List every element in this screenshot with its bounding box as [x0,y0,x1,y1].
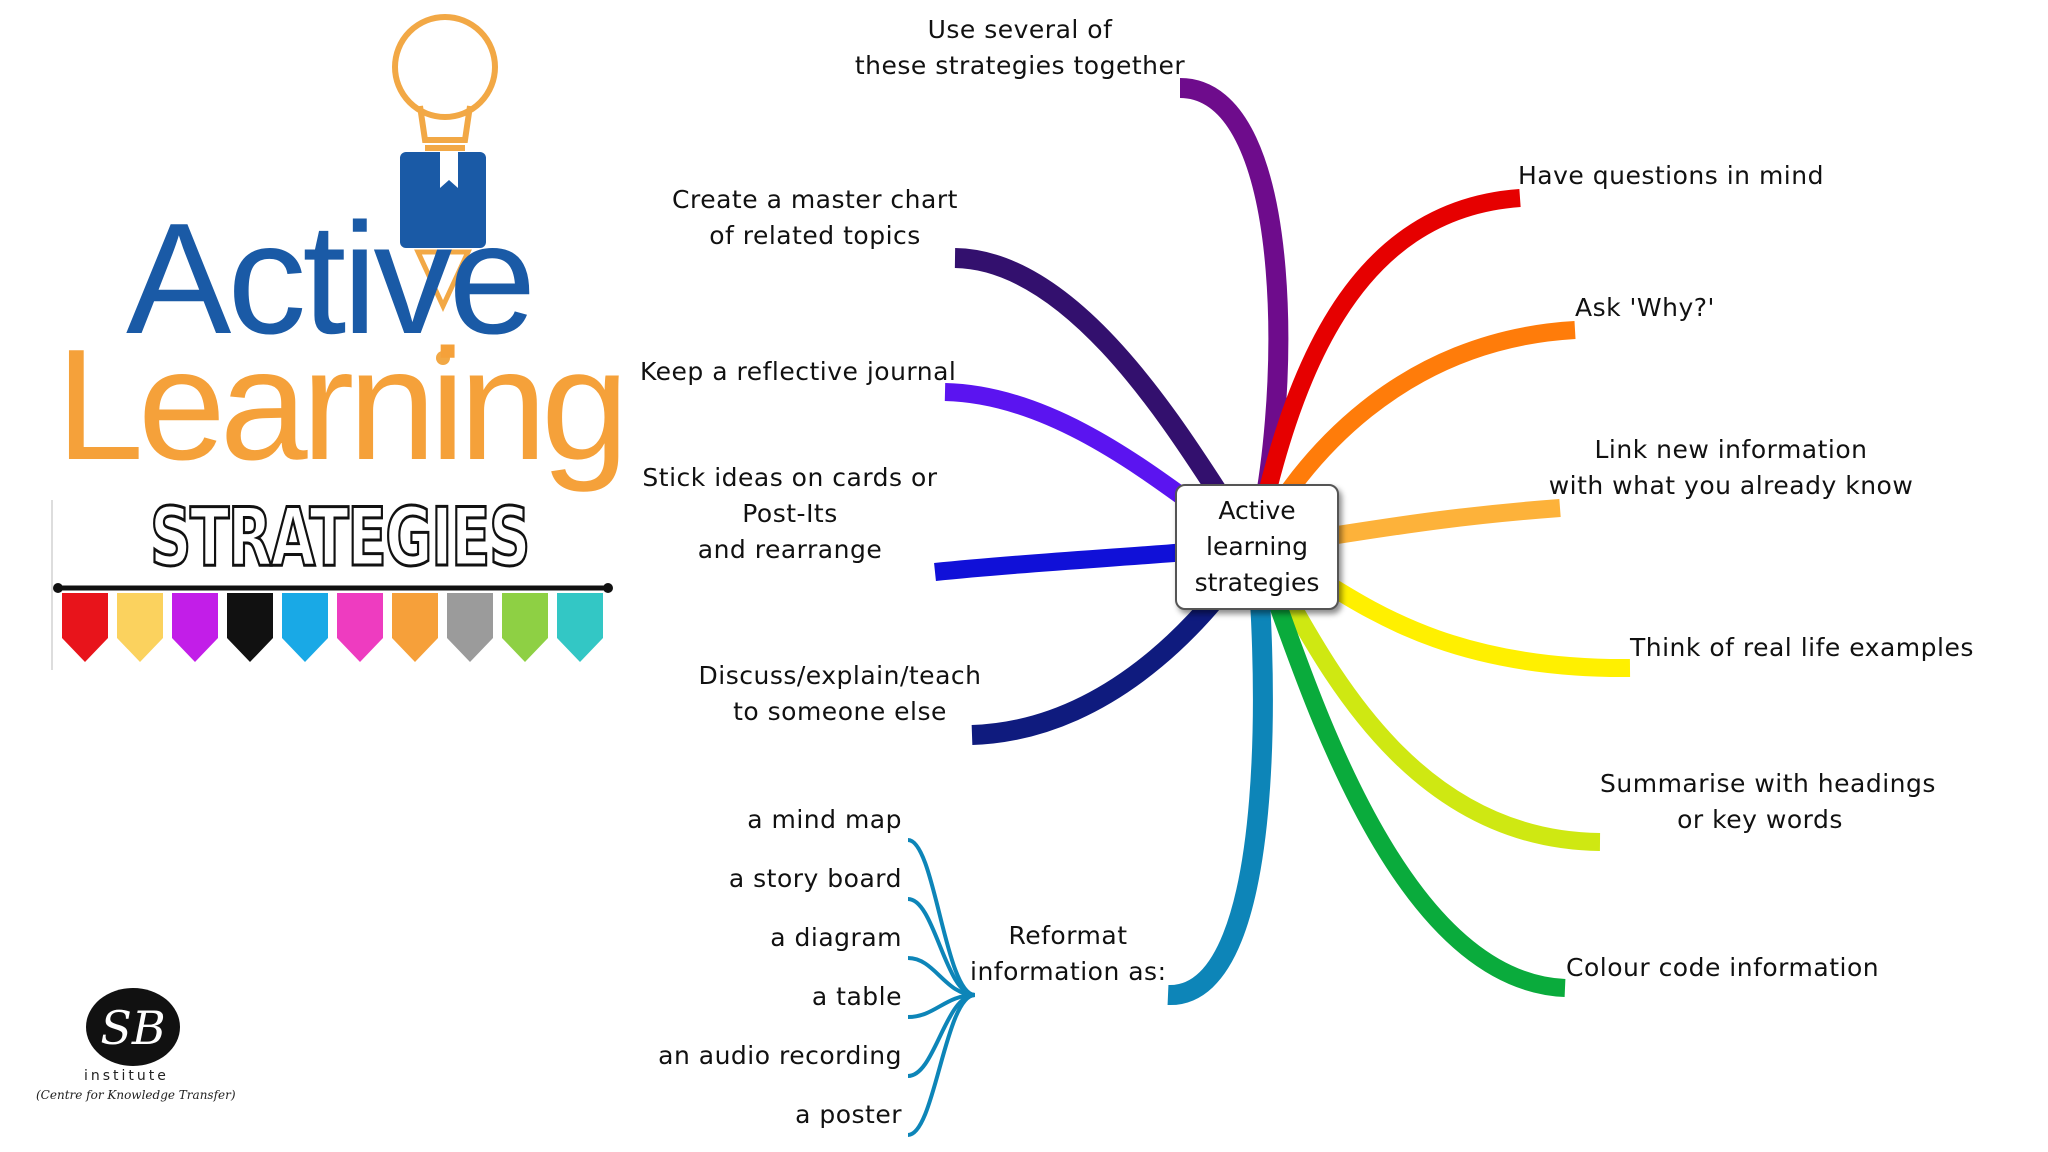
logo-word-strategies: STRATEGIES [149,491,532,584]
pennant-flag [557,593,603,662]
pennant-flag [337,593,383,662]
branch-label-questions: Have questions in mind [1518,161,1824,190]
reformat-item-story-board: a story board [728,864,902,893]
reformat-sub-branch [907,838,976,997]
pennant-flag [502,593,548,662]
branch-label-why: Ask 'Why?' [1575,293,1715,322]
branch-questions [1246,189,1521,547]
reformat-sub-branch [907,993,976,1137]
reformat-item-poster: a poster [795,1100,902,1129]
reformat-item-diagram: a diagram [770,923,902,952]
pennant-flag [227,593,273,662]
pennant-flag [447,593,493,662]
sb-institute-name: institute [84,1068,169,1084]
pennant-flag [282,593,328,662]
sb-institute-logo-icon: SB [86,988,180,1066]
lightbulb-pencil-icon [392,14,498,365]
center-line-3: strategies [1194,568,1320,597]
center-line-2: learning [1206,532,1308,561]
pennant-flag [172,593,218,662]
reformat-sub-branch [907,897,976,997]
branch-label-real: Think of real life examples [1630,633,1974,662]
logo-word-learning: Learning [56,317,629,493]
logo-word-active: Active [126,191,536,367]
pennant-flag [392,593,438,662]
pennant-banner [53,583,613,662]
center-node: Active learning strategies [1175,484,1339,610]
branch-label-journal: Keep a reflective journal [640,357,957,386]
sb-institute-tagline: (Centre for Knowledge Transfer) [36,1088,236,1102]
pennant-flag [117,593,163,662]
pennant-flag [62,593,108,662]
reformat-item-audio-recording: an audio recording [658,1041,902,1070]
svg-text:SB: SB [100,1001,165,1055]
reformat-item-mind-map: a mind map [747,805,902,834]
center-line-1: Active [1218,496,1296,525]
reformat-item-table: a table [811,982,902,1011]
branch-label-colour: Colour code information [1566,953,1880,982]
